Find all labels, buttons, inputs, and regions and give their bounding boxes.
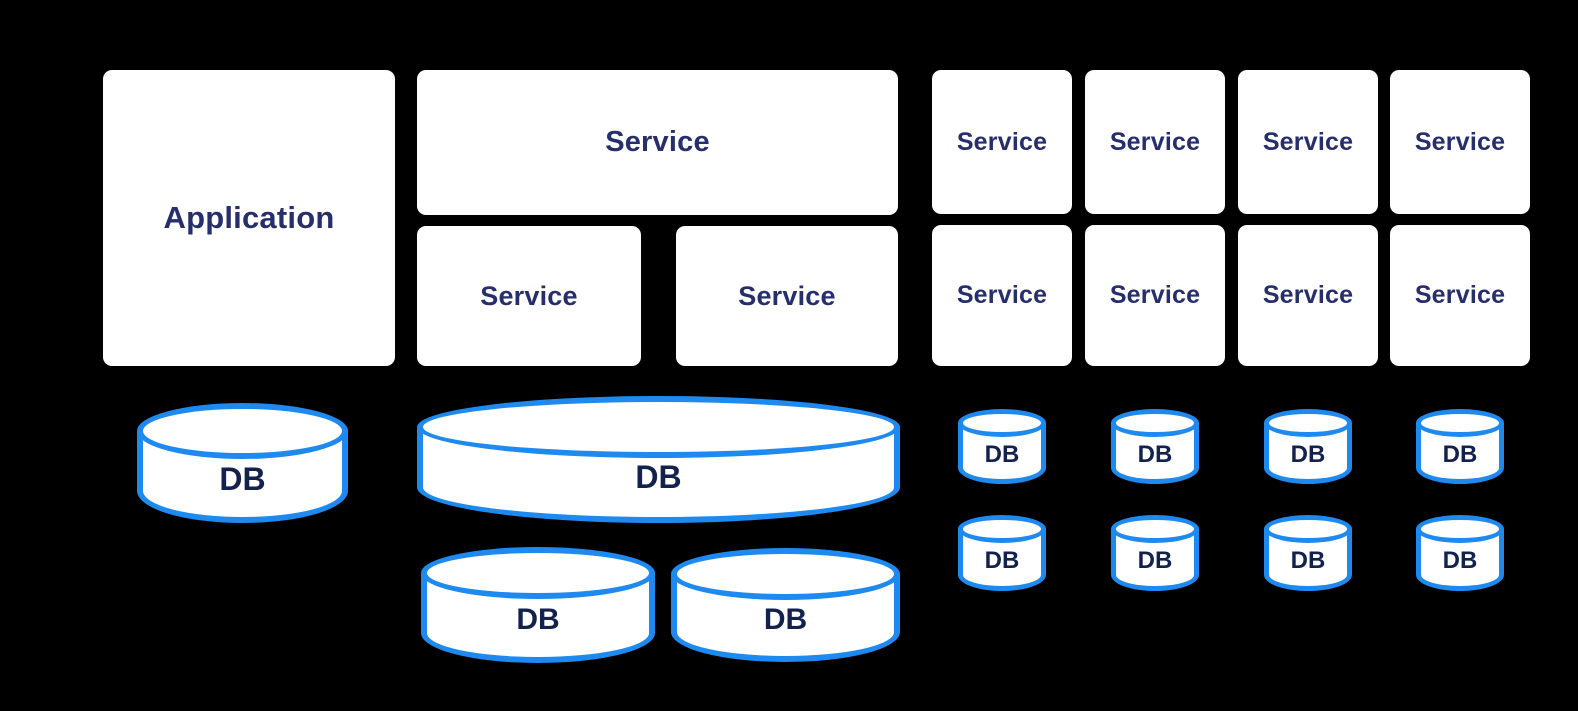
db-cylinder-top (958, 409, 1046, 437)
db-label: DB (516, 602, 560, 636)
db-cylinder-top (1264, 515, 1352, 543)
db-cylinder: DB (1111, 409, 1199, 484)
service-label: Service (1262, 127, 1354, 156)
service-label: Service (738, 280, 836, 311)
service-box: Service (932, 225, 1072, 366)
service-label: Service (605, 126, 710, 158)
service-label: Service (1414, 127, 1506, 156)
db-cylinder-top (1416, 515, 1504, 543)
service-box: Service (676, 226, 898, 366)
db-label: DB (1442, 440, 1478, 468)
db-cylinder: DB (671, 548, 900, 662)
service-box: Service (1085, 70, 1225, 214)
db-cylinder-top (671, 548, 900, 600)
db-cylinder-top (1111, 409, 1199, 437)
db-label: DB (219, 460, 266, 497)
db-cylinder: DB (1416, 409, 1504, 484)
db-cylinder: DB (1111, 515, 1199, 591)
db-label: DB (635, 458, 682, 495)
db-label: DB (1290, 440, 1326, 468)
db-label: DB (1137, 440, 1173, 468)
db-label: DB (1137, 547, 1173, 575)
db-cylinder: DB (137, 403, 348, 523)
db-label: DB (984, 547, 1020, 575)
db-cylinder-top (1111, 515, 1199, 543)
service-box: Service (1085, 225, 1225, 366)
db-label: DB (984, 440, 1020, 468)
db-cylinder: DB (958, 409, 1046, 484)
application-box: Application (103, 70, 395, 366)
service-label: Service (1109, 281, 1201, 309)
service-box: Service (417, 226, 641, 366)
db-cylinder: DB (958, 515, 1046, 591)
service-label: Service (956, 127, 1048, 156)
service-label: Service (1109, 127, 1201, 156)
service-label: Service (956, 281, 1048, 309)
application-label: Application (163, 200, 335, 235)
db-cylinder-top (958, 515, 1046, 543)
service-box: Service (1390, 70, 1530, 214)
db-cylinder-top (137, 403, 348, 459)
db-label: DB (1290, 547, 1326, 575)
db-label: DB (1442, 547, 1478, 575)
service-box: Service (1390, 225, 1530, 366)
db-cylinder: DB (417, 396, 900, 523)
db-cylinder: DB (1264, 515, 1352, 591)
service-box: Service (417, 70, 898, 215)
service-box: Service (932, 70, 1072, 214)
db-cylinder: DB (1416, 515, 1504, 591)
db-label: DB (763, 602, 808, 636)
db-cylinder-top (421, 547, 655, 599)
db-cylinder: DB (421, 547, 655, 663)
service-label: Service (1262, 281, 1354, 309)
db-cylinder: DB (1264, 409, 1352, 484)
db-cylinder-top (1416, 409, 1504, 437)
db-cylinder-top (417, 396, 900, 458)
service-box: Service (1238, 70, 1378, 214)
service-box: Service (1238, 225, 1378, 366)
service-label: Service (1414, 281, 1506, 309)
db-cylinder-top (1264, 409, 1352, 437)
service-label: Service (480, 280, 578, 311)
